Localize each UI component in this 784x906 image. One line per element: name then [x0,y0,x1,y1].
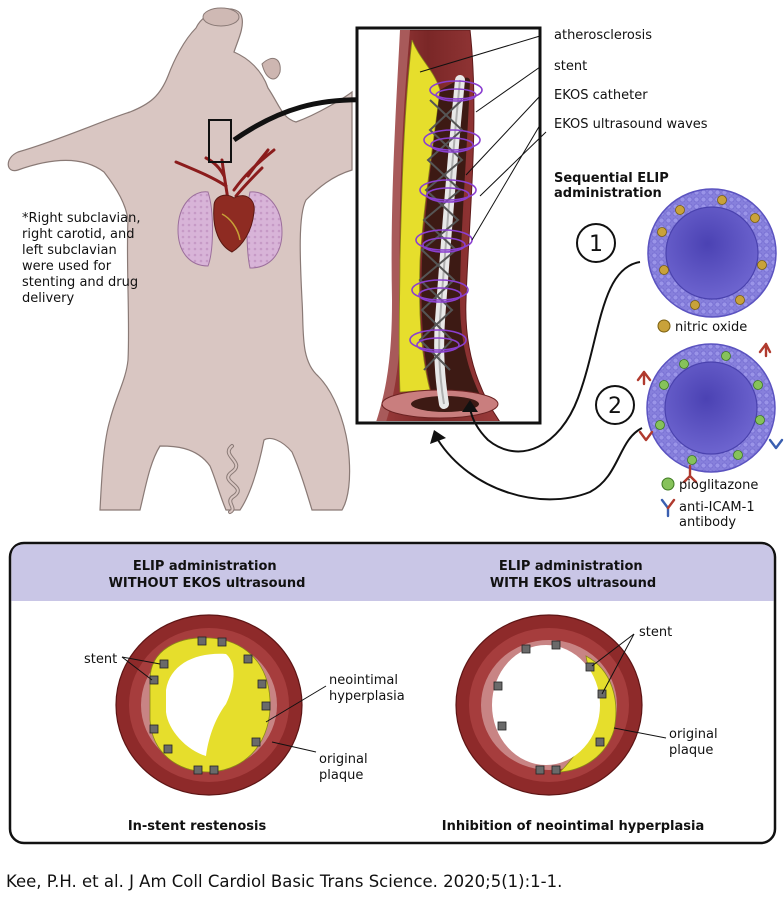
legend-pioglitazone: pioglitazone [679,478,758,493]
svg-text:2: 2 [608,394,622,419]
note-text: *Right subclavian, right carotid, and le… [22,211,145,306]
pig-ear [261,57,281,80]
left-label-plaque: original plaque [319,752,372,783]
left-label-stent: stent [84,652,117,667]
pig-illustration [7,7,353,514]
stent-mesh [418,99,464,371]
legend-nitric-oxide: nitric oxide [675,320,747,335]
cross-section-inhibition [455,614,643,796]
pig-body [7,8,353,511]
left-leaders [121,656,327,753]
left-caption: In-stent restenosis [128,819,267,834]
antibody-icon [660,498,676,518]
liposome-nitric-oxide [647,188,777,318]
pig-tail-inner [227,445,239,513]
pig-snout [202,7,240,27]
atherosclerosis-plaque [398,39,441,393]
citation: Kee, P.H. et al. J Am Coll Cardiol Basic… [6,872,563,891]
flow-arrow-2 [437,427,643,501]
step-1-badge: 1 [576,223,616,263]
label-ekos-catheter: EKOS catheter [554,88,648,103]
left-label-neointimal: neointimal hyperplasia [329,673,405,704]
nitric-oxide-swatch [657,319,671,333]
right-header: ELIP administration WITH EKOS ultrasound [490,559,656,591]
label-atherosclerosis: atherosclerosis [554,28,652,43]
legend-antibody: anti-ICAM-1 antibody [679,500,759,530]
restenosis-lumen [166,653,234,756]
right-leaders [591,633,667,739]
right-label-plaque: original plaque [669,727,722,758]
selection-box [208,119,232,163]
sequential-title: Sequential ELIP administration [554,171,673,201]
svg-text:1: 1 [589,232,603,257]
label-stent-top: stent [554,59,587,74]
ultrasound-waves [409,80,483,353]
vessel-zoom-panel [355,26,542,425]
liposome-pioglitazone [636,342,784,484]
left-header: ELIP administration WITHOUT EKOS ultraso… [109,559,306,591]
right-label-stent: stent [639,625,672,640]
flow-arrow-1 [469,261,641,453]
inhibition-lumen [492,645,600,765]
left-lung [177,191,213,267]
zoom-arrow [232,97,371,143]
right-caption: Inhibition of neointimal hyperplasia [442,819,705,834]
step-2-badge: 2 [595,385,635,425]
heart [213,194,255,253]
pioglitazone-swatch [661,477,675,491]
cross-section-restenosis [115,614,303,796]
callout-leaders [419,35,547,241]
label-ekos-ultrasound: EKOS ultrasound waves [554,117,708,132]
